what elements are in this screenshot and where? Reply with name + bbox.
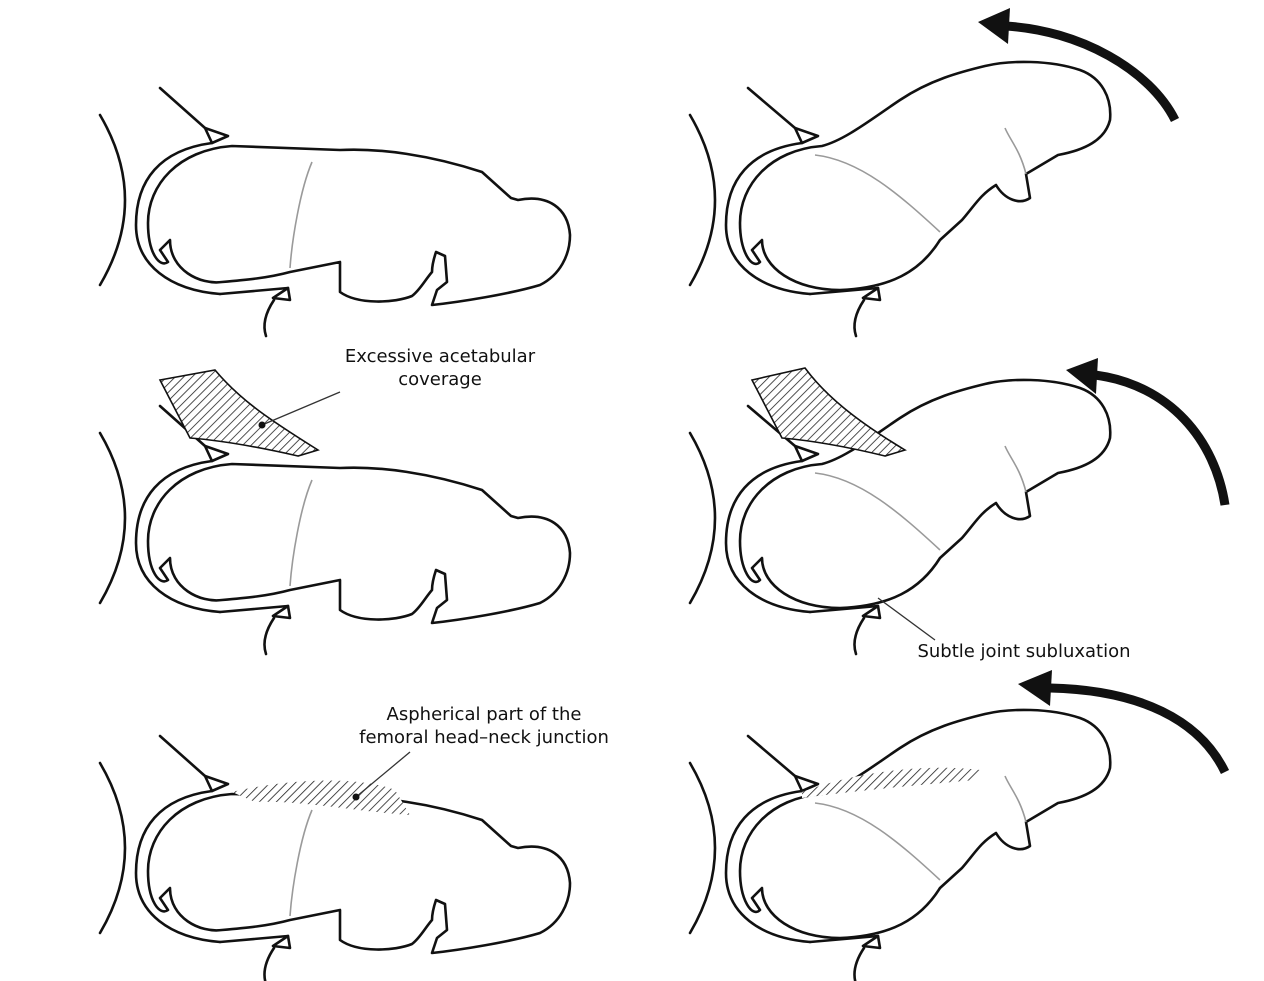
excessive-coverage-hatch-left <box>160 370 318 456</box>
hip-normal-flexed <box>690 62 1110 336</box>
leader-dot-aspherical <box>353 794 360 801</box>
excessive-coverage-hatch-right <box>752 368 905 456</box>
svg-text:Aspherical part of the: Aspherical part of the <box>387 704 582 725</box>
leader-subluxation <box>878 598 935 640</box>
hip-normal-neutral <box>100 88 570 336</box>
aspherical-hatch-right <box>802 768 980 798</box>
svg-text:coverage: coverage <box>398 369 482 390</box>
leader-excessive-coverage <box>262 392 340 425</box>
svg-text:Excessive acetabular: Excessive acetabular <box>345 346 536 367</box>
hip-pincer-flexed <box>690 380 1110 654</box>
hip-cam-neutral <box>100 736 570 981</box>
label-aspherical: Aspherical part of the femoral head–neck… <box>359 704 609 748</box>
flexion-arrow-row2 <box>1066 358 1225 505</box>
hip-pincer-neutral <box>100 406 570 654</box>
label-subluxation: Subtle joint subluxation <box>917 641 1130 662</box>
flexion-arrow-row3 <box>1018 670 1225 772</box>
aspherical-hatch-left <box>232 780 410 815</box>
flexion-arrow-row1 <box>978 8 1175 120</box>
hip-cam-flexed <box>690 710 1110 981</box>
svg-text:femoral head–neck junction: femoral head–neck junction <box>359 727 609 748</box>
leader-dot-excessive-coverage <box>259 422 266 429</box>
label-excessive-coverage: Excessive acetabular coverage <box>345 346 536 390</box>
